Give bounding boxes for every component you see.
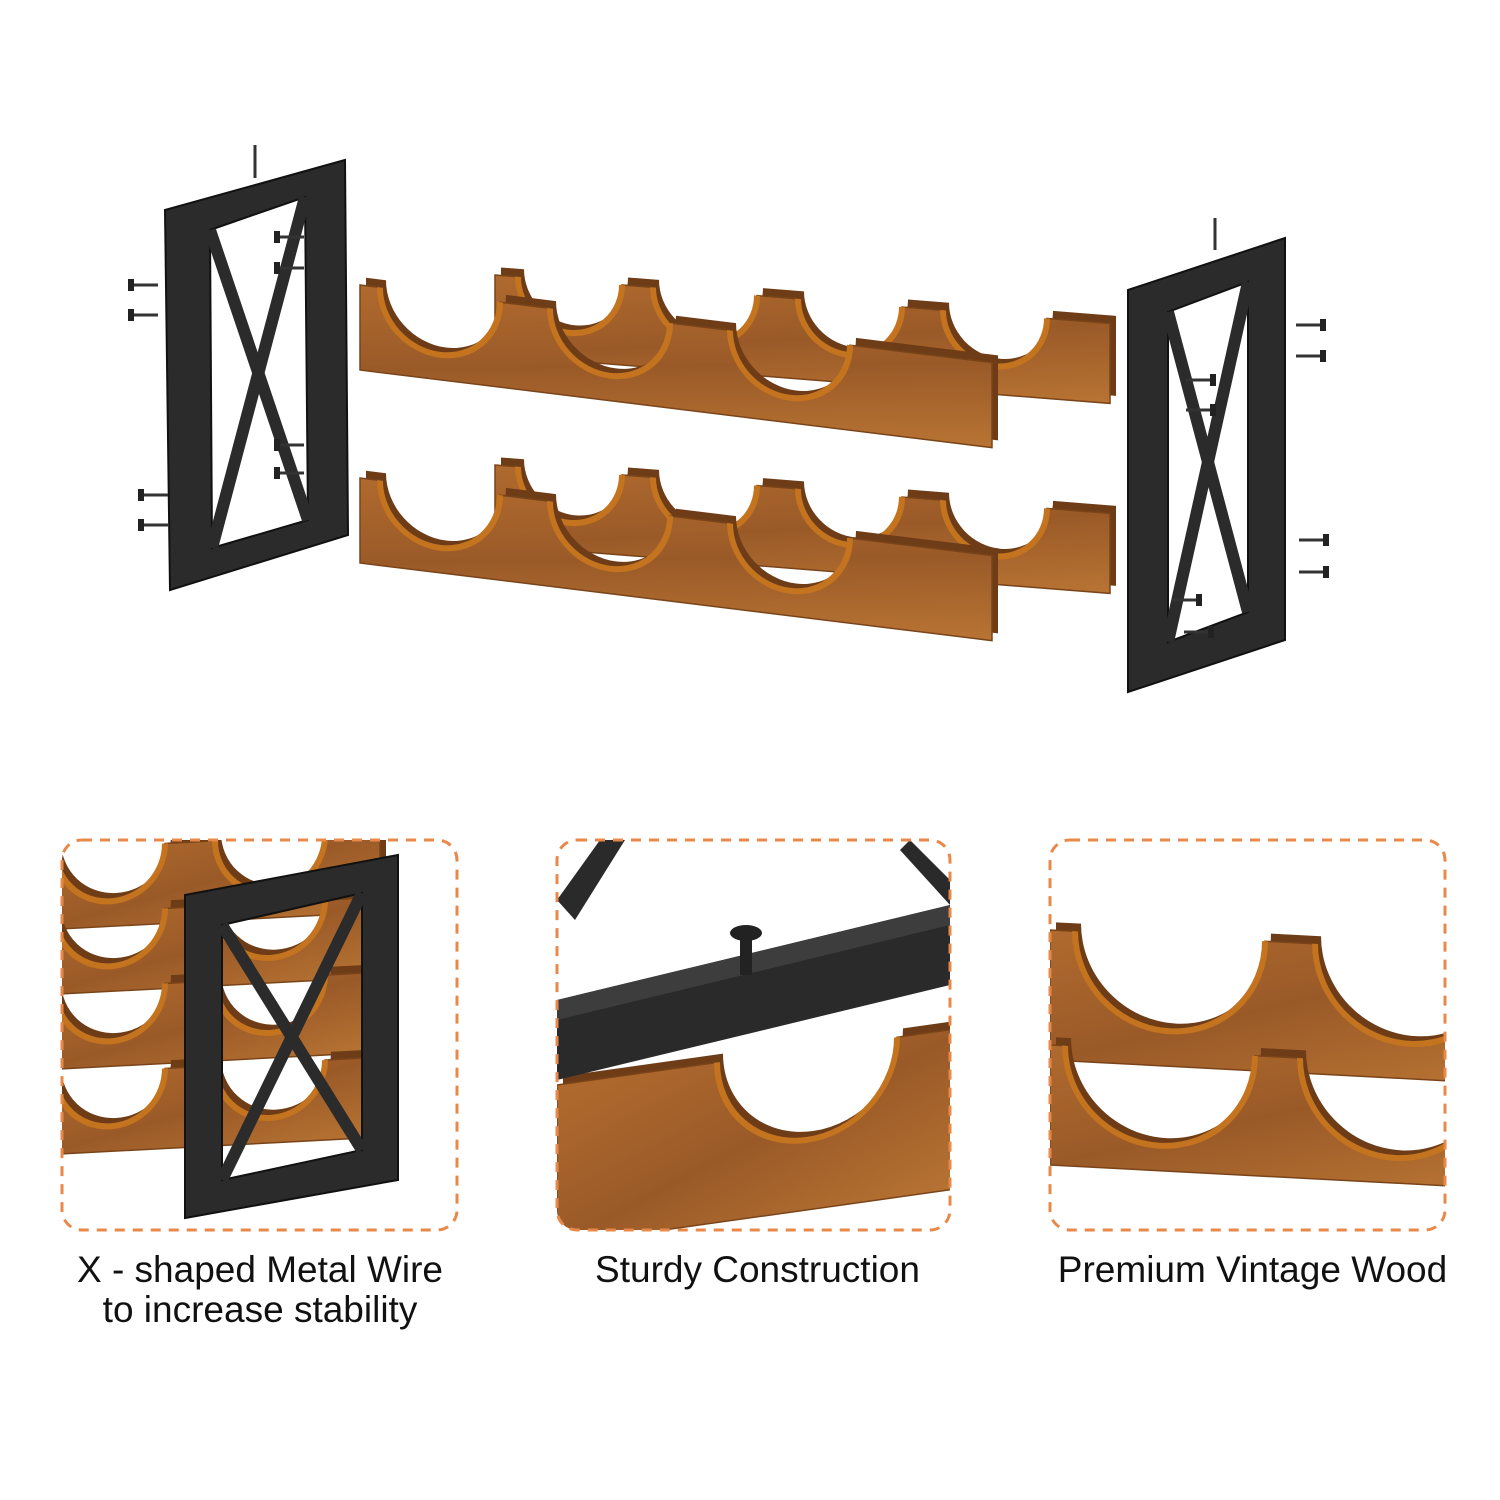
wood-plank — [1050, 922, 1445, 1083]
plank-face — [359, 284, 993, 449]
caption-line: Premium Vintage Wood — [1057, 1249, 1448, 1290]
plank-cutout — [1312, 943, 1445, 1047]
screw-icon — [128, 309, 158, 321]
plank-cutout — [62, 983, 168, 1045]
dashed-panel-border — [60, 838, 459, 1232]
plank-face — [359, 477, 993, 642]
plank-cutout — [547, 500, 673, 573]
feature-caption-x-frame: X - shaped Metal Wire to increase stabil… — [30, 1250, 490, 1330]
screw-icon — [274, 439, 304, 451]
plank-cutout — [62, 843, 168, 905]
bolt-icon — [740, 935, 752, 975]
plank-cutout — [727, 330, 853, 402]
screw-icon — [1296, 319, 1326, 331]
screw-head — [274, 231, 280, 243]
plank-cutout — [547, 307, 673, 380]
screw-icon — [1184, 626, 1214, 638]
screw-head — [1208, 626, 1214, 638]
screw-head — [128, 309, 134, 321]
wood-plank — [557, 1017, 950, 1230]
screw-icon — [1299, 566, 1329, 578]
x-brace — [900, 840, 950, 905]
screw-icon — [274, 231, 304, 243]
feature-panels — [60, 838, 1447, 1232]
plank-cutout — [377, 480, 503, 552]
caption-line: X - shaped Metal Wire — [76, 1249, 444, 1290]
x-brace — [216, 890, 368, 1183]
plank-cutout — [1062, 1045, 1258, 1149]
x-brace — [206, 195, 311, 550]
screw-icon — [1186, 374, 1216, 386]
screw-head — [1210, 404, 1216, 416]
panel-x-frame-detail — [62, 840, 399, 1220]
left-side-frame — [163, 158, 350, 592]
plank-cutout — [62, 908, 168, 970]
dashed-panel-border — [555, 838, 952, 1232]
screw-head — [1196, 594, 1202, 606]
right-side-frame — [1127, 236, 1286, 694]
screw-icon — [138, 519, 168, 531]
closeup-frame — [184, 853, 399, 1220]
screw-icon — [138, 489, 168, 501]
screw-icon — [1296, 350, 1326, 362]
screw-icon — [128, 279, 158, 291]
plank-cutout — [1297, 1057, 1445, 1162]
plank-cutout — [727, 523, 853, 595]
panel-construction-detail — [557, 840, 950, 1230]
panel-wood-detail — [1050, 922, 1445, 1188]
exploded-rack-view — [128, 145, 1329, 694]
screw-head — [1320, 319, 1326, 331]
screw-icon — [1299, 534, 1329, 546]
x-brace — [557, 840, 625, 920]
feature-caption-wood: Premium Vintage Wood — [1020, 1250, 1485, 1290]
screw-icon — [274, 262, 304, 274]
x-brace — [1162, 280, 1254, 644]
feature-caption-construction: Sturdy Construction — [530, 1250, 985, 1290]
metal-bar-highlight — [557, 905, 950, 1020]
wood-plank — [1050, 1037, 1445, 1188]
screw-head — [1320, 350, 1326, 362]
screw-head — [138, 519, 144, 531]
screw-icon — [1186, 404, 1216, 416]
bolt-head — [730, 925, 762, 941]
wood-plank — [359, 470, 998, 642]
screw-head — [138, 489, 144, 501]
screw-head — [1210, 374, 1216, 386]
caption-line: Sturdy Construction — [595, 1249, 920, 1290]
screw-head — [274, 439, 280, 451]
plank-cutout — [377, 287, 503, 359]
screw-head — [274, 467, 280, 479]
screw-head — [1323, 534, 1329, 546]
dashed-panel-border — [1048, 838, 1447, 1232]
screw-icon — [1172, 594, 1202, 606]
wood-plank — [359, 277, 998, 449]
plank-cutout — [1072, 931, 1268, 1035]
plank-cutout — [62, 1068, 168, 1130]
caption-line: to increase stability — [102, 1289, 418, 1330]
screw-icon — [274, 467, 304, 479]
plank-cutout — [515, 466, 625, 527]
screw-head — [1323, 566, 1329, 578]
plank-cutout — [714, 1036, 900, 1144]
screw-head — [128, 279, 134, 291]
screw-head — [274, 262, 280, 274]
